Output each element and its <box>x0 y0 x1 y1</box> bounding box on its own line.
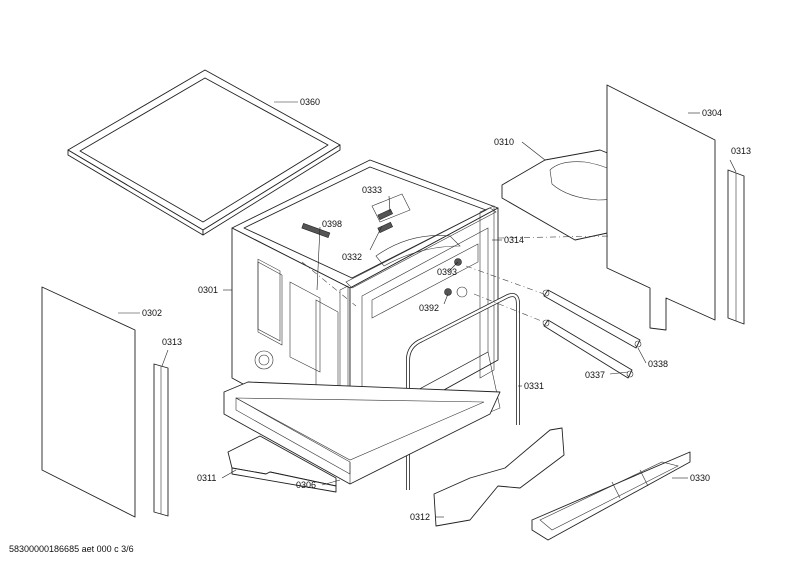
label-0393: 0393 <box>437 267 457 277</box>
worktop-lid-part <box>67 69 341 236</box>
label-0306: 0306 <box>296 480 316 490</box>
rail-rod-lower-part <box>542 319 634 379</box>
label-0360: 0360 <box>300 97 320 107</box>
label-0398: 0398 <box>322 219 342 229</box>
label-0338: 0338 <box>648 359 668 369</box>
side-panel-left-part <box>41 286 136 518</box>
label-0301: 0301 <box>198 285 218 295</box>
label-0311: 0311 <box>197 473 216 483</box>
insulation-block-left-part <box>227 435 337 493</box>
label-0312: 0312 <box>410 512 430 522</box>
label-0314: 0314 <box>504 235 524 245</box>
insulation-block-right-part <box>433 427 565 527</box>
label-0392: 0392 <box>419 303 439 313</box>
side-panel-right-part <box>606 84 716 331</box>
document-id-footer: 58300000186685 aet 000 c 3/6 <box>9 544 134 554</box>
label-0330: 0330 <box>690 473 710 483</box>
label-0333: 0333 <box>362 185 382 195</box>
label-0313-right: 0313 <box>731 146 751 156</box>
side-strip-left-part <box>153 363 169 517</box>
label-0310: 0310 <box>494 137 514 147</box>
door-seal-part <box>406 293 520 490</box>
label-0337: 0337 <box>585 370 605 380</box>
rail-rod-upper-part <box>542 289 642 349</box>
label-0304: 0304 <box>702 108 722 118</box>
label-0302: 0302 <box>142 308 162 318</box>
label-0331: 0331 <box>524 381 544 391</box>
label-0332: 0332 <box>342 252 362 262</box>
base-frame-part <box>223 381 501 485</box>
base-tray-part <box>531 451 691 541</box>
side-strip-right-part <box>727 169 745 325</box>
label-0313-left: 0313 <box>162 337 182 347</box>
